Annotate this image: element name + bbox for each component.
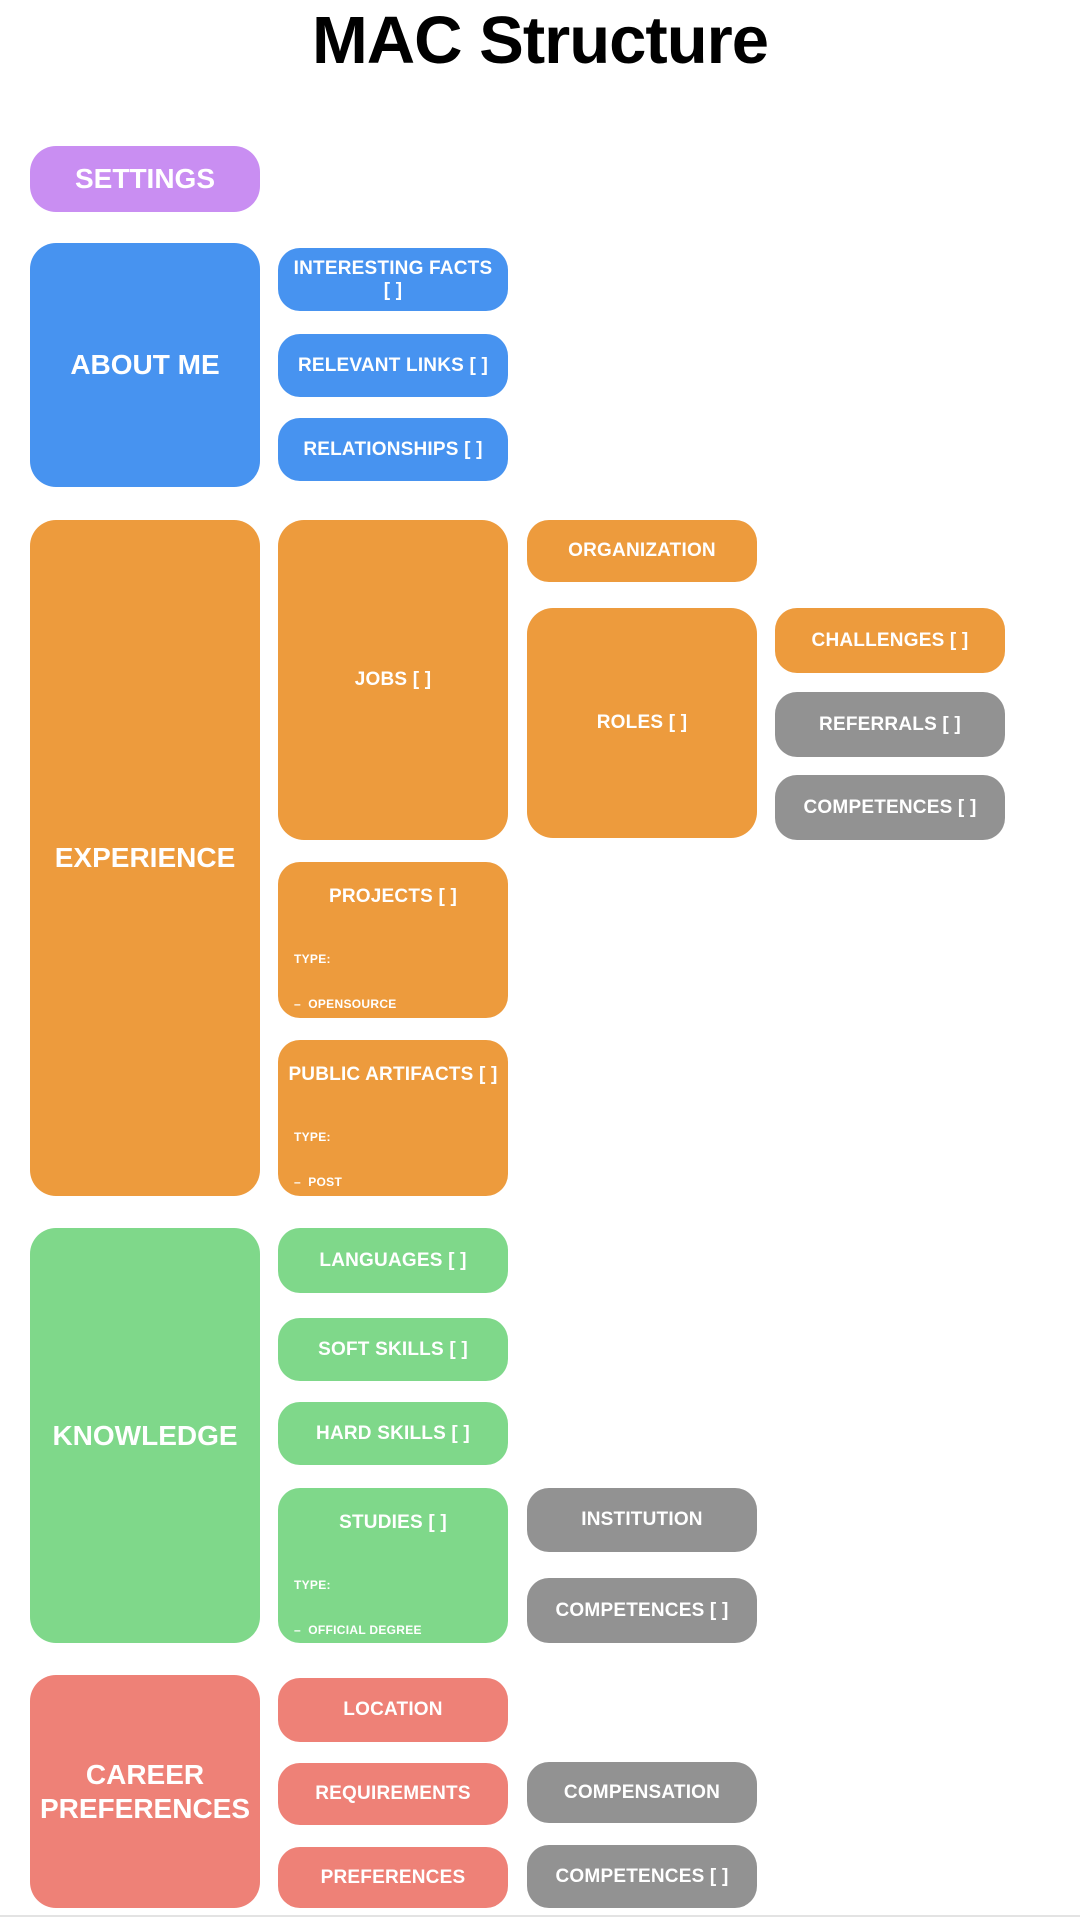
- public-artifacts-type-label: TYPE:: [294, 1130, 331, 1144]
- interesting-facts-node: INTERESTING FACTS [ ]: [278, 248, 508, 311]
- settings-label: SETTINGS: [74, 163, 215, 195]
- public-artifacts-label: PUBLIC ARTIFACTS [ ]: [288, 1064, 498, 1085]
- preferences-competences-label: COMPETENCES [ ]: [555, 1865, 729, 1887]
- location-label: LOCATION: [343, 1699, 443, 1720]
- institution-node: INSTITUTION: [527, 1488, 757, 1552]
- relationships-node: RELATIONSHIPS [ ]: [278, 418, 508, 481]
- roles-node: ROLES [ ]: [527, 608, 757, 838]
- institution-label: INSTITUTION: [581, 1509, 703, 1530]
- relationships-label: RELATIONSHIPS [ ]: [303, 438, 483, 460]
- page-bottom-border: [0, 1915, 1080, 1917]
- projects-label: PROJECTS [ ]: [328, 886, 458, 907]
- public-artifacts-type-item: – POST: [294, 1175, 343, 1189]
- requirements-label: REQUIREMENTS: [315, 1783, 471, 1804]
- about-me-label: ABOUT ME: [70, 349, 220, 381]
- knowledge-label: KNOWLEDGE: [52, 1419, 238, 1451]
- relevant-links-label: RELEVANT LINKS [ ]: [297, 354, 489, 376]
- projects-type-label: TYPE:: [294, 952, 331, 966]
- projects-node: PROJECTS [ ] TYPE: – OPENSOURCE – SIDEPR…: [278, 862, 508, 1146]
- roles-competences-label: COMPETENCES [ ]: [803, 796, 977, 818]
- languages-label: LANGUAGES [ ]: [319, 1249, 467, 1271]
- jobs-label: JOBS [ ]: [354, 669, 432, 690]
- page-title: MAC Structure: [311, 3, 769, 78]
- about-me-node: ABOUT ME: [30, 243, 260, 487]
- studies-label: STUDIES [ ]: [339, 1512, 447, 1533]
- experience-label: EXPERIENCE: [54, 842, 236, 874]
- preferences-label: PREFERENCES: [320, 1866, 466, 1888]
- roles-competences-node: COMPETENCES [ ]: [775, 775, 1005, 840]
- compensation-node: COMPENSATION: [527, 1762, 757, 1823]
- knowledge-node: KNOWLEDGE: [30, 1228, 260, 1643]
- projects-type-item: – OPENSOURCE: [294, 997, 397, 1011]
- roles-label: ROLES [ ]: [596, 712, 688, 733]
- location-node: LOCATION: [278, 1678, 508, 1742]
- soft-skills-label: SOFT SKILLS [ ]: [318, 1338, 468, 1360]
- career-preferences-node: CAREER PREFERENCES: [30, 1675, 260, 1908]
- challenges-label: CHALLENGES [ ]: [811, 629, 969, 651]
- organization-node: ORGANIZATION: [527, 520, 757, 582]
- soft-skills-node: SOFT SKILLS [ ]: [278, 1318, 508, 1381]
- public-artifacts-type-item: – ...: [294, 1310, 320, 1324]
- languages-node: LANGUAGES [ ]: [278, 1228, 508, 1293]
- jobs-node: JOBS [ ]: [278, 520, 508, 840]
- preferences-node: PREFERENCES: [278, 1847, 508, 1908]
- referrals-label: REFERRALS [ ]: [819, 713, 961, 735]
- studies-node: STUDIES [ ] TYPE: – OFFICIAL DEGREE – CE…: [278, 1488, 508, 1772]
- career-preferences-label: CAREER PREFERENCES: [39, 1759, 251, 1824]
- experience-node: EXPERIENCE: [30, 520, 260, 1196]
- public-artifacts-node: PUBLIC ARTIFACTS [ ] TYPE: – POST – ACHI…: [278, 1040, 508, 1324]
- organization-label: ORGANIZATION: [568, 540, 716, 561]
- studies-type-item: – OFFICIAL DEGREE: [294, 1623, 422, 1637]
- referrals-node: REFERRALS [ ]: [775, 692, 1005, 757]
- challenges-node: CHALLENGES [ ]: [775, 608, 1005, 673]
- compensation-label: COMPENSATION: [563, 1781, 721, 1803]
- studies-competences-node: COMPETENCES [ ]: [527, 1578, 757, 1643]
- settings-node: SETTINGS: [30, 146, 260, 212]
- hard-skills-node: HARD SKILLS [ ]: [278, 1402, 508, 1465]
- requirements-node: REQUIREMENTS: [278, 1763, 508, 1825]
- studies-type-label: TYPE:: [294, 1578, 331, 1592]
- hard-skills-label: HARD SKILLS [ ]: [316, 1422, 470, 1444]
- preferences-competences-node: COMPETENCES [ ]: [527, 1845, 757, 1908]
- studies-competences-label: COMPETENCES [ ]: [555, 1599, 729, 1621]
- interesting-facts-label: INTERESTING FACTS [ ]: [293, 257, 493, 301]
- relevant-links-node: RELEVANT LINKS [ ]: [278, 334, 508, 397]
